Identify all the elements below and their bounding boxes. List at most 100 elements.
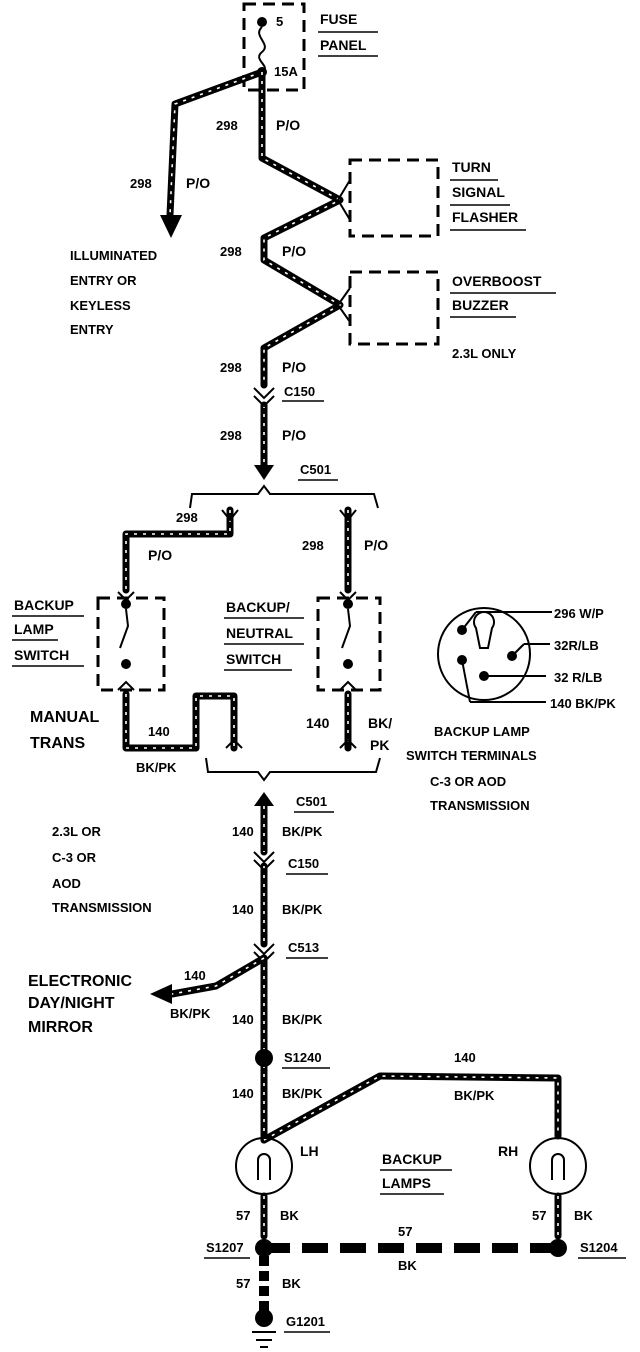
wire-color-bkpk-a: BK/PK — [282, 824, 323, 839]
terminal-296-label: 296 W/P — [554, 606, 604, 621]
connector-c513-label: C513 — [288, 940, 319, 955]
fuse-terminal-top — [257, 17, 267, 27]
terminal-140-label: 140 BK/PK — [550, 696, 616, 711]
splice-s1207-dot — [255, 1239, 273, 1257]
terminal-connector-circle — [437, 607, 531, 701]
backup-lamp-switch-label-3: SWITCH — [14, 647, 69, 663]
flasher-label-2: SIGNAL — [452, 184, 505, 200]
buzzer-label-2: BUZZER — [452, 297, 509, 313]
buzzer-label-1: OVERBOOST — [452, 273, 542, 289]
mirror-label-1: ELECTRONIC — [28, 973, 132, 990]
connector-c150-bottom-label: C150 — [288, 856, 319, 871]
connector-c150-top: C150 — [253, 384, 324, 408]
backup-lamps-label-1: BACKUP — [382, 1151, 442, 1167]
illuminated-entry-line1: ILLUMINATED — [70, 248, 157, 263]
wire-color-bk-lh: BK — [280, 1208, 299, 1223]
rh-backup-lamp: RH 57 BK — [498, 1137, 593, 1240]
fuse-panel-box — [242, 2, 306, 92]
backup-lamp-switch-label-1: BACKUP — [14, 597, 74, 613]
connector-c501-top-label: C501 — [300, 462, 331, 477]
illuminated-entry-line4: ENTRY — [70, 322, 114, 337]
connector-c501-top: C501 — [189, 462, 379, 509]
fuse-element — [258, 26, 266, 73]
illuminated-entry-line2: ENTRY OR — [70, 273, 137, 288]
wire-color-bkpk-d: BK/PK — [282, 1086, 323, 1101]
main-298-feed: 298 P/O 298 P/O 298 P/O 298 P/O — [216, 68, 344, 480]
wire-color-po-4: P/O — [282, 427, 306, 443]
splice-s1240-label: S1240 — [284, 1050, 322, 1065]
wire-color-po-neutral: P/O — [364, 537, 388, 553]
wire-color-bkpk-rh: BK/PK — [454, 1088, 495, 1103]
wire-color-bkpk-c: BK/PK — [282, 1012, 323, 1027]
splice-s1204-dot — [549, 1239, 567, 1257]
terminals-caption-2: SWITCH TERMINALS — [406, 748, 537, 763]
connector-c501-bottom: C501 — [205, 757, 381, 813]
flasher-label-1: TURN — [452, 159, 491, 175]
wire-color-bkpk-b: BK/PK — [282, 902, 323, 917]
ground-bus: S1207 S1204 57 BK — [204, 1224, 626, 1273]
wire-color-po-1: P/O — [276, 117, 300, 133]
ground-g1201-label: G1201 — [286, 1314, 325, 1329]
connector-c513: C513 — [253, 940, 328, 964]
fuse-panel-label-1: FUSE — [320, 11, 357, 27]
trans-note-4: TRANSMISSION — [52, 900, 152, 915]
backup-neutral-switch-label-3: SWITCH — [226, 651, 281, 667]
flasher-box — [348, 158, 440, 238]
wire-color-bkpk-manual: BK/PK — [136, 760, 177, 775]
flasher-label-3: FLASHER — [452, 209, 518, 225]
ground-g1201: 57 BK G1201 — [236, 1256, 330, 1348]
backup-neutral-switch-label-1: BACKUP/ — [226, 599, 290, 615]
fuse-number: 5 — [276, 14, 283, 29]
wire-color-po-2: P/O — [282, 243, 306, 259]
backup-lamp-switch-label-2: LAMP — [14, 621, 54, 637]
wire-color-bk-neutral: BK/ — [368, 715, 392, 731]
fuse-panel-label-2: PANEL — [320, 37, 367, 53]
overboost-buzzer: OVERBOOST BUZZER 2.3L ONLY — [336, 270, 556, 361]
wire-circuit-140-mirror: 140 — [184, 968, 206, 983]
arrow-down-icon — [254, 465, 274, 480]
rh-lamp-label: RH — [498, 1143, 518, 1159]
buzzer-note: 2.3L ONLY — [452, 346, 517, 361]
wire-circuit-298-left: 298 — [130, 176, 152, 191]
splice-s1204-label: S1204 — [580, 1240, 618, 1255]
wire-circuit-140-manual: 140 — [148, 724, 170, 739]
wire-circuit-140-a: 140 — [232, 824, 254, 839]
rh-lamp-bulb-icon — [529, 1137, 587, 1195]
wire-color-bk-gnd: BK — [282, 1276, 301, 1291]
wire-color-po-left: P/O — [186, 175, 210, 191]
arrow-down-icon — [160, 215, 182, 238]
arrow-left-icon — [150, 984, 172, 1004]
backup-lamps-label-2: LAMPS — [382, 1175, 431, 1191]
wire-circuit-57-bus: 57 — [398, 1224, 412, 1239]
splice-s1240-dot — [255, 1049, 273, 1067]
wire-circuit-57-lh: 57 — [236, 1208, 250, 1223]
wire-circuit-140-rh: 140 — [454, 1050, 476, 1065]
connector-c501-bottom-label: C501 — [296, 794, 327, 809]
mirror-label-2: DAY/NIGHT — [28, 995, 115, 1012]
wire-color-po-lamp: P/O — [148, 547, 172, 563]
wire-circuit-298-1: 298 — [216, 118, 238, 133]
trans-note: 2.3L OR C-3 OR AOD TRANSMISSION — [52, 824, 152, 915]
wire-color-po-3: P/O — [282, 359, 306, 375]
terminal-32b-label: 32 R/LB — [554, 670, 602, 685]
wire-circuit-298-2: 298 — [220, 244, 242, 259]
wire-circuit-298-3: 298 — [220, 360, 242, 375]
trans-note-1: 2.3L OR — [52, 824, 102, 839]
wire-color-bk-bus: BK — [398, 1258, 417, 1273]
wire-color-bkpk-mirror: BK/PK — [170, 1006, 211, 1021]
splice-s1207-label: S1207 — [206, 1240, 244, 1255]
connector-c150-bottom: C150 — [253, 851, 328, 875]
buzzer-box — [348, 270, 440, 346]
terminals-caption-4: TRANSMISSION — [430, 798, 530, 813]
illuminated-entry-line3: KEYLESS — [70, 298, 131, 313]
wire-circuit-140-neutral: 140 — [306, 715, 330, 731]
lower-140-trunk: 140 BK/PK 140 BK/PK 140 BK/PK 140 BK/PK — [232, 802, 323, 1144]
manual-trans-label-2: TRANS — [30, 735, 85, 752]
lh-backup-lamp: LH 57 BK — [235, 1137, 319, 1240]
wire-circuit-140-b: 140 — [232, 902, 254, 917]
lh-lamp-label: LH — [300, 1143, 319, 1159]
splice-s1240: S1240 140 BK/PK — [255, 1049, 562, 1144]
arrow-up-icon — [254, 792, 274, 806]
wire-circuit-57-rh: 57 — [532, 1208, 546, 1223]
